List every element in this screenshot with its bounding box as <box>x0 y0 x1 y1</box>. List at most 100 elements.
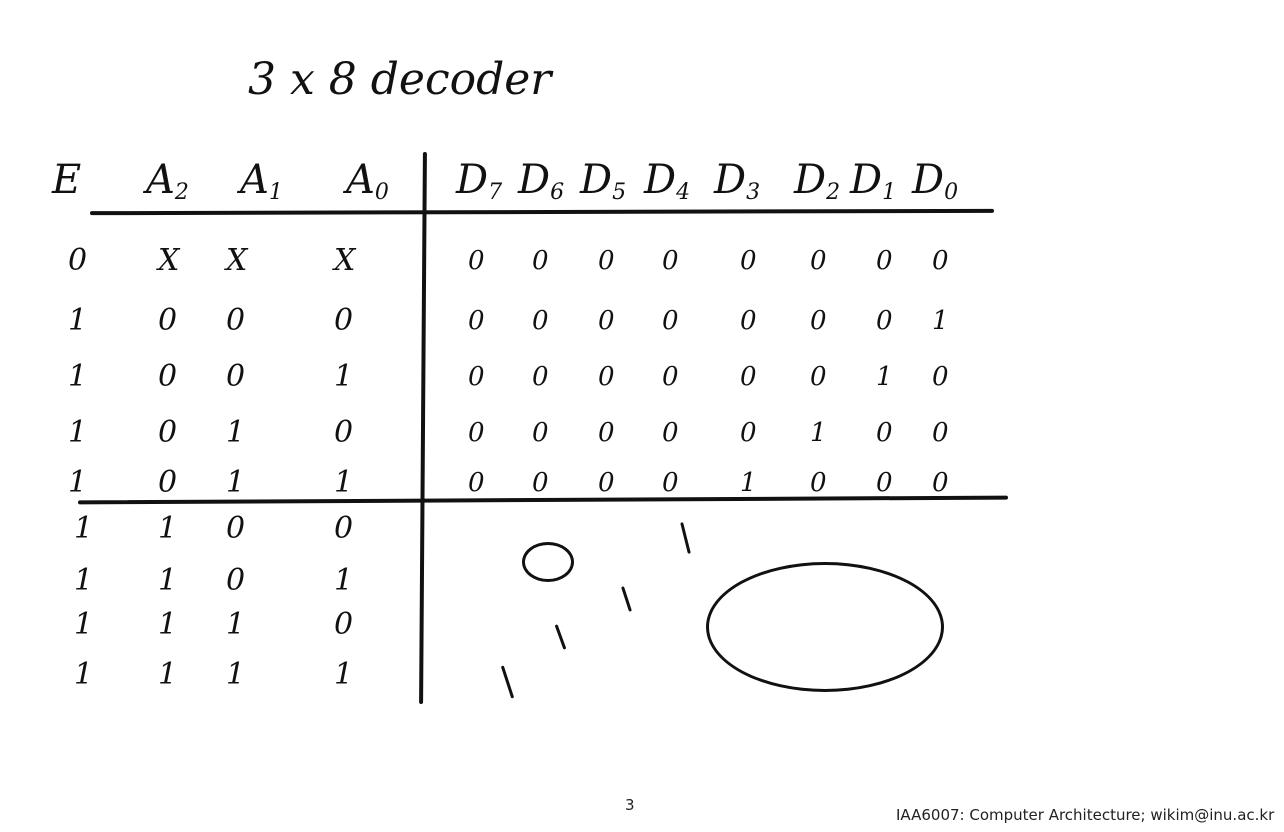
input-cell: 0 <box>226 511 246 546</box>
header-rule <box>89 208 995 216</box>
output-mark <box>680 522 691 554</box>
input-cell: 1 <box>158 607 178 642</box>
input-cell: 1 <box>74 657 94 692</box>
header-base: A <box>240 157 269 203</box>
input-output-divider <box>419 151 427 705</box>
output-cell: 0 <box>810 246 827 276</box>
output-cell: 0 <box>662 246 679 276</box>
output-mark <box>621 586 632 612</box>
output-cell: 0 <box>740 362 757 392</box>
output-cell: 0 <box>876 246 893 276</box>
output-cell: 0 <box>532 246 549 276</box>
output-cell: 0 <box>532 468 549 498</box>
output-cell: 1 <box>932 306 949 336</box>
header-subscript: 6 <box>550 180 565 205</box>
input-cell: 0 <box>158 359 178 394</box>
output-cell: 0 <box>598 468 615 498</box>
input-header-a0: A0 <box>346 160 389 204</box>
header-base: A <box>146 157 175 203</box>
output-cell: 0 <box>532 306 549 336</box>
header-subscript: 1 <box>882 180 897 205</box>
output-cell: 0 <box>532 418 549 448</box>
header-base: D <box>580 157 613 203</box>
header-base: D <box>644 157 677 203</box>
output-cell: 0 <box>598 362 615 392</box>
output-cell: 0 <box>810 362 827 392</box>
output-cell: 0 <box>662 418 679 448</box>
input-cell: 0 <box>226 563 246 598</box>
input-cell: 0 <box>158 465 178 500</box>
input-cell: 1 <box>334 563 354 598</box>
output-header-d0: D0 <box>912 160 958 204</box>
output-cell: 0 <box>598 306 615 336</box>
input-cell: 1 <box>226 415 246 450</box>
input-cell: 1 <box>74 607 94 642</box>
header-base: D <box>714 157 747 203</box>
header-subscript: 2 <box>174 180 189 205</box>
input-cell: 0 <box>226 303 246 338</box>
input-cell: 0 <box>158 303 178 338</box>
output-cell: 1 <box>810 418 827 448</box>
input-cell: 0 <box>226 359 246 394</box>
output-cell: 0 <box>740 418 757 448</box>
slide-title: 3 x 8 decoder <box>248 54 552 105</box>
input-cell: 1 <box>334 359 354 394</box>
output-cell: 0 <box>932 246 949 276</box>
output-cell: 0 <box>468 306 485 336</box>
input-cell: 1 <box>226 657 246 692</box>
output-header-d7: D7 <box>456 160 502 204</box>
circled-mark <box>522 542 574 582</box>
input-cell: 0 <box>334 415 354 450</box>
output-cell: 0 <box>468 418 485 448</box>
header-base: D <box>456 157 489 203</box>
input-cell: 1 <box>158 563 178 598</box>
output-mark <box>500 665 515 699</box>
output-cell: 0 <box>598 418 615 448</box>
input-cell: X <box>158 243 180 278</box>
header-subscript: 7 <box>488 180 503 205</box>
input-cell: 1 <box>334 465 354 500</box>
output-cell: 0 <box>932 468 949 498</box>
input-cell: 1 <box>68 465 88 500</box>
input-cell: 1 <box>68 303 88 338</box>
output-cell: 0 <box>932 362 949 392</box>
output-cell: 0 <box>468 246 485 276</box>
input-cell: 1 <box>334 657 354 692</box>
output-cell: 0 <box>598 246 615 276</box>
output-cell: 0 <box>468 362 485 392</box>
header-subscript: 5 <box>612 180 627 205</box>
output-cell: 0 <box>468 468 485 498</box>
output-cell: 0 <box>932 418 949 448</box>
input-cell: 0 <box>68 243 88 278</box>
output-header-d4: D4 <box>644 160 690 204</box>
header-base: E <box>52 157 82 203</box>
output-cell: 0 <box>740 306 757 336</box>
header-subscript: 1 <box>268 180 283 205</box>
page-number: 3 <box>625 796 635 814</box>
output-header-d5: D5 <box>580 160 626 204</box>
output-header-d6: D6 <box>518 160 564 204</box>
input-cell: 0 <box>334 511 354 546</box>
input-cell: 1 <box>226 465 246 500</box>
header-subscript: 4 <box>676 180 691 205</box>
output-cell: 0 <box>876 418 893 448</box>
output-header-d2: D2 <box>794 160 840 204</box>
input-cell: 1 <box>226 607 246 642</box>
output-header-d1: D1 <box>850 160 896 204</box>
header-subscript: 0 <box>944 180 959 205</box>
output-cell: 1 <box>740 468 757 498</box>
circled-region <box>706 562 944 692</box>
output-cell: 0 <box>662 468 679 498</box>
footer-text: IAA6007: Computer Architecture; wikim@in… <box>896 806 1275 824</box>
output-cell: 1 <box>876 362 893 392</box>
input-cell: 1 <box>68 415 88 450</box>
input-cell: 1 <box>74 563 94 598</box>
header-subscript: 3 <box>746 180 761 205</box>
header-base: D <box>912 157 945 203</box>
input-cell: 0 <box>334 607 354 642</box>
output-cell: 0 <box>810 468 827 498</box>
input-cell: 1 <box>68 359 88 394</box>
input-cell: 1 <box>74 511 94 546</box>
output-header-d3: D3 <box>714 160 760 204</box>
output-cell: 0 <box>876 468 893 498</box>
